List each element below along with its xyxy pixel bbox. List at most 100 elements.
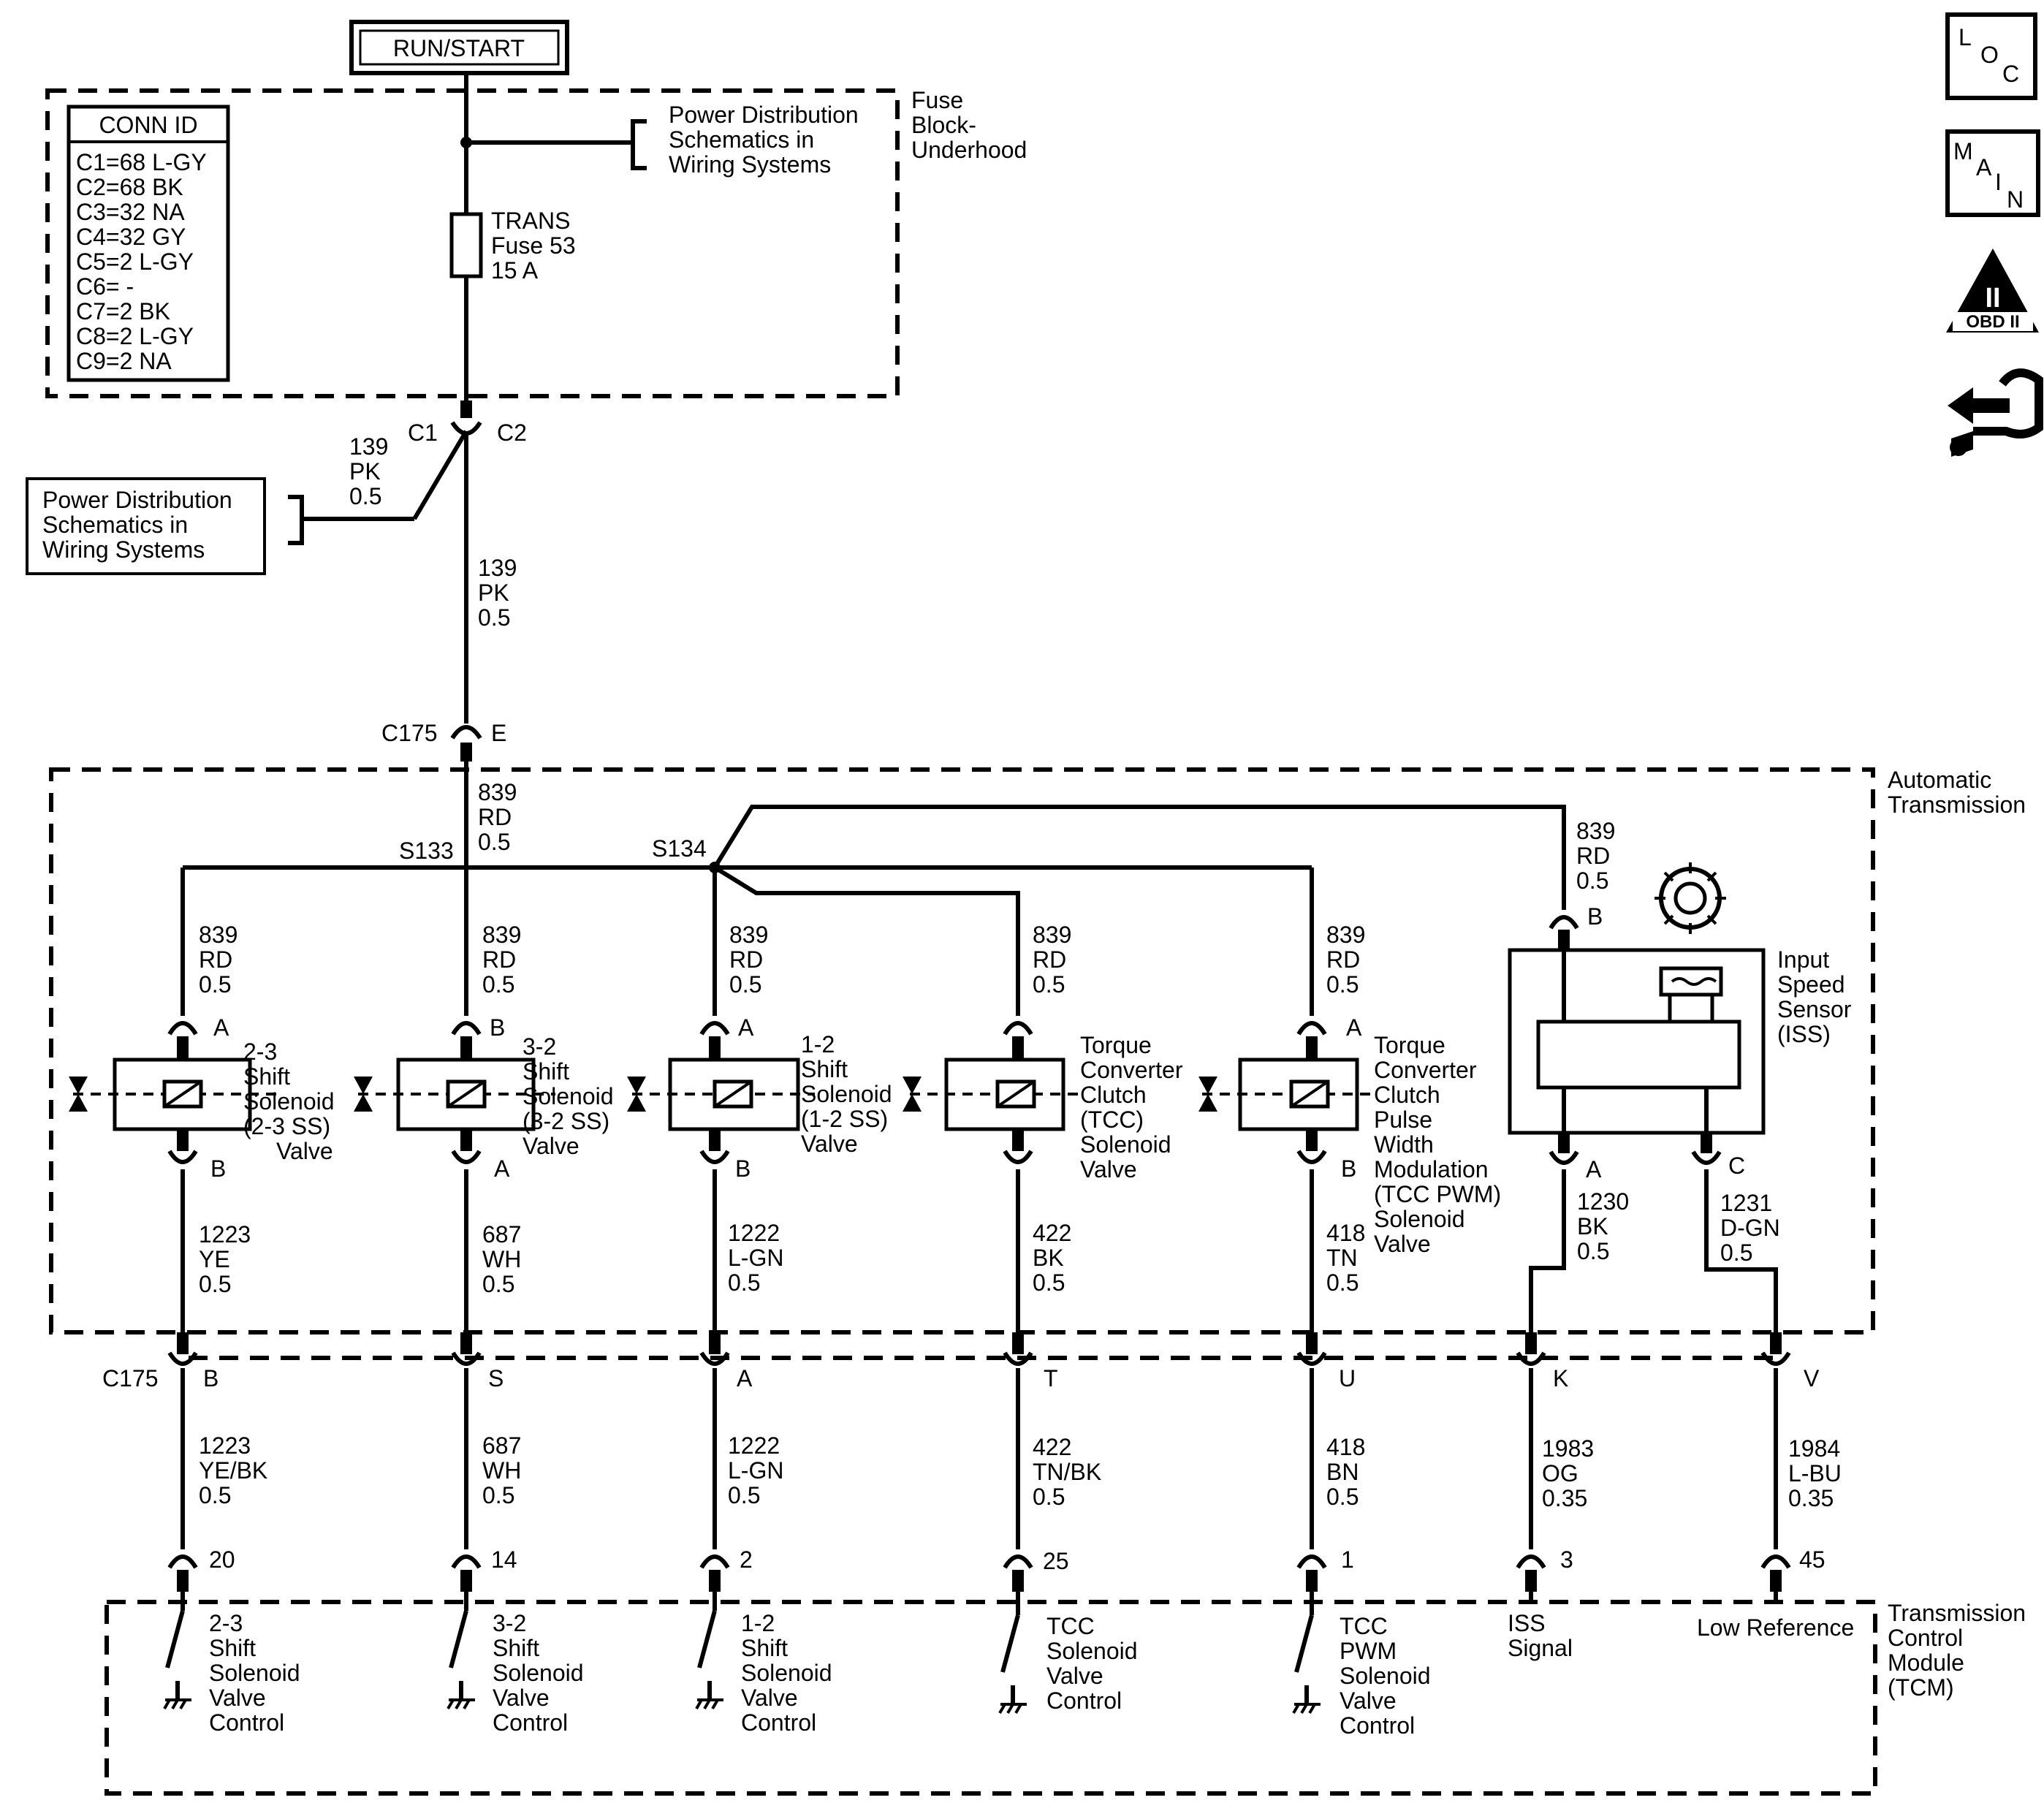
svg-text:0.5: 0.5 bbox=[729, 971, 761, 998]
svg-text:1230: 1230 bbox=[1577, 1188, 1629, 1215]
svg-text:YE/BK: YE/BK bbox=[199, 1457, 267, 1484]
svg-text:Power Distribution: Power Distribution bbox=[669, 102, 859, 128]
svg-text:Module: Module bbox=[1888, 1649, 1964, 1676]
svg-text:Converter: Converter bbox=[1374, 1057, 1477, 1083]
svg-text:D-GN: D-GN bbox=[1720, 1215, 1780, 1241]
svg-text:Solenoid: Solenoid bbox=[741, 1660, 832, 1686]
tcm-pin: 1 bbox=[1341, 1546, 1354, 1573]
automatic-transmission-enclosure bbox=[49, 767, 1875, 1334]
tcm-wire-label: 1223 YE/BK 0.5 bbox=[199, 1432, 267, 1508]
svg-text:(3-2 SS): (3-2 SS) bbox=[523, 1108, 609, 1134]
conn-id-row: C8=2 L-GY bbox=[76, 323, 194, 349]
tcm-control-label: 2-3 Shift Solenoid Valve Control bbox=[209, 1610, 300, 1736]
obd-ii-icon[interactable]: II OBD II bbox=[1946, 248, 2039, 333]
svg-text:1983: 1983 bbox=[1542, 1435, 1594, 1462]
svg-text:Clutch: Clutch bbox=[1080, 1082, 1147, 1108]
conn-id-row: C3=32 NA bbox=[76, 199, 185, 225]
svg-text:Torque: Torque bbox=[1080, 1032, 1152, 1058]
svg-text:Solenoid: Solenoid bbox=[493, 1660, 584, 1686]
svg-text:Width: Width bbox=[1374, 1131, 1434, 1158]
wire-139-lower-label: 139 PK 0.5 bbox=[478, 555, 517, 631]
conn-id-row: C7=2 BK bbox=[76, 298, 170, 324]
svg-text:PK: PK bbox=[349, 458, 381, 485]
svg-text:687: 687 bbox=[482, 1221, 521, 1248]
solenoid-out-wire-label: 422 BK 0.5 bbox=[1033, 1220, 1071, 1296]
svg-text:Valve: Valve bbox=[493, 1685, 550, 1711]
tcm-enclosure bbox=[105, 1600, 1877, 1796]
svg-text:RD: RD bbox=[199, 946, 232, 973]
connector-c2: C2 bbox=[497, 419, 527, 446]
valve-icon bbox=[903, 1077, 922, 1112]
svg-text:M: M bbox=[1953, 138, 1973, 164]
tcm-pin: 20 bbox=[209, 1546, 235, 1573]
svg-text:C: C bbox=[2002, 61, 2019, 87]
c175-pin-v: V bbox=[1804, 1365, 1820, 1392]
tcm-wire-label: 1222 L-GN 0.5 bbox=[728, 1432, 783, 1508]
svg-text:(ISS): (ISS) bbox=[1777, 1021, 1831, 1047]
svg-text:(2-3 SS): (2-3 SS) bbox=[243, 1113, 330, 1139]
svg-text:839: 839 bbox=[729, 922, 768, 948]
main-icon[interactable]: M A I N bbox=[1945, 129, 2040, 217]
bracket-icon bbox=[288, 495, 304, 545]
svg-text:BK: BK bbox=[1033, 1245, 1064, 1271]
svg-text:Shift: Shift bbox=[493, 1635, 539, 1661]
connector-repair-icon[interactable] bbox=[1948, 368, 2043, 457]
conn-id-row: C4=32 GY bbox=[76, 224, 186, 250]
tcm-pin: 25 bbox=[1043, 1548, 1069, 1574]
svg-text:Shift: Shift bbox=[523, 1058, 569, 1085]
splice-s133-label: S133 bbox=[399, 838, 454, 864]
svg-text:0.5: 0.5 bbox=[199, 1482, 231, 1508]
svg-text:Control: Control bbox=[209, 1709, 284, 1736]
solenoid-label: Torque Converter Clutch (TCC) Solenoid V… bbox=[1080, 1032, 1183, 1182]
tcm-pin: 14 bbox=[491, 1546, 517, 1573]
power-dist-left-label: Power Distribution Schematics in Wiring … bbox=[26, 477, 266, 575]
svg-text:0.5: 0.5 bbox=[482, 1271, 514, 1297]
iss-label: Input Speed Sensor (ISS) bbox=[1777, 946, 1852, 1047]
solenoid-top-wire-label: 839 RD 0.5 bbox=[1326, 922, 1365, 998]
tcm-wire-label: 418 BN 0.5 bbox=[1326, 1434, 1365, 1510]
c175-pin: T bbox=[1044, 1365, 1058, 1392]
svg-text:PWM: PWM bbox=[1340, 1638, 1397, 1664]
svg-text:L: L bbox=[1958, 24, 1972, 50]
iss-wire-c-label: 1231 D-GN 0.5 bbox=[1720, 1190, 1780, 1266]
svg-text:Automatic: Automatic bbox=[1888, 767, 1991, 793]
svg-text:0.5: 0.5 bbox=[728, 1269, 760, 1296]
svg-text:BN: BN bbox=[1326, 1459, 1359, 1485]
iss-pin-a: A bbox=[1586, 1156, 1602, 1182]
svg-text:RD: RD bbox=[729, 946, 763, 973]
solenoid-out-wire-label: 687 WH 0.5 bbox=[482, 1221, 521, 1297]
svg-text:RD: RD bbox=[1033, 946, 1066, 973]
svg-text:Speed: Speed bbox=[1777, 971, 1845, 998]
iss-tcm-wire-k-label: 1983 OG 0.35 bbox=[1542, 1435, 1594, 1511]
svg-text:422: 422 bbox=[1033, 1220, 1071, 1246]
connector-socket-icon bbox=[450, 725, 482, 740]
run-start-label: RUN/START bbox=[349, 20, 569, 75]
solenoid-top-wire-label: 839 RD 0.5 bbox=[1033, 922, 1071, 998]
svg-text:Wiring Systems: Wiring Systems bbox=[669, 151, 831, 178]
svg-text:Valve: Valve bbox=[523, 1133, 580, 1159]
svg-text:Modulation: Modulation bbox=[1374, 1156, 1489, 1182]
conn-id-row: C5=2 L-GY bbox=[76, 248, 194, 275]
c175-pin: S bbox=[488, 1365, 504, 1392]
tcm-control-label: TCC PWM Solenoid Valve Control bbox=[1340, 1613, 1431, 1739]
svg-text:139: 139 bbox=[349, 433, 388, 460]
loc-icon[interactable]: L O C bbox=[1945, 12, 2037, 100]
svg-text:Fuse: Fuse bbox=[911, 87, 963, 113]
solenoid-top-pin: A bbox=[213, 1014, 229, 1041]
svg-text:Sensor: Sensor bbox=[1777, 996, 1852, 1022]
svg-text:N: N bbox=[2007, 186, 2024, 213]
svg-text:1222: 1222 bbox=[728, 1432, 780, 1459]
svg-text:0.5: 0.5 bbox=[1326, 1269, 1359, 1296]
svg-text:0.5: 0.5 bbox=[1033, 1269, 1065, 1296]
solenoid-bottom-pin: B bbox=[735, 1155, 751, 1182]
svg-text:Control: Control bbox=[1888, 1625, 1963, 1651]
svg-text:YE: YE bbox=[199, 1246, 230, 1272]
iss-pin-c: C bbox=[1728, 1153, 1745, 1179]
splice-s134-label: S134 bbox=[652, 835, 707, 862]
connector-c1: C1 bbox=[408, 419, 438, 446]
solenoid-out-wire-label: 1223 YE 0.5 bbox=[199, 1221, 251, 1297]
solenoid-bottom-pin: A bbox=[494, 1155, 510, 1182]
svg-text:Power Distribution: Power Distribution bbox=[42, 487, 232, 513]
svg-text:1223: 1223 bbox=[199, 1221, 251, 1248]
